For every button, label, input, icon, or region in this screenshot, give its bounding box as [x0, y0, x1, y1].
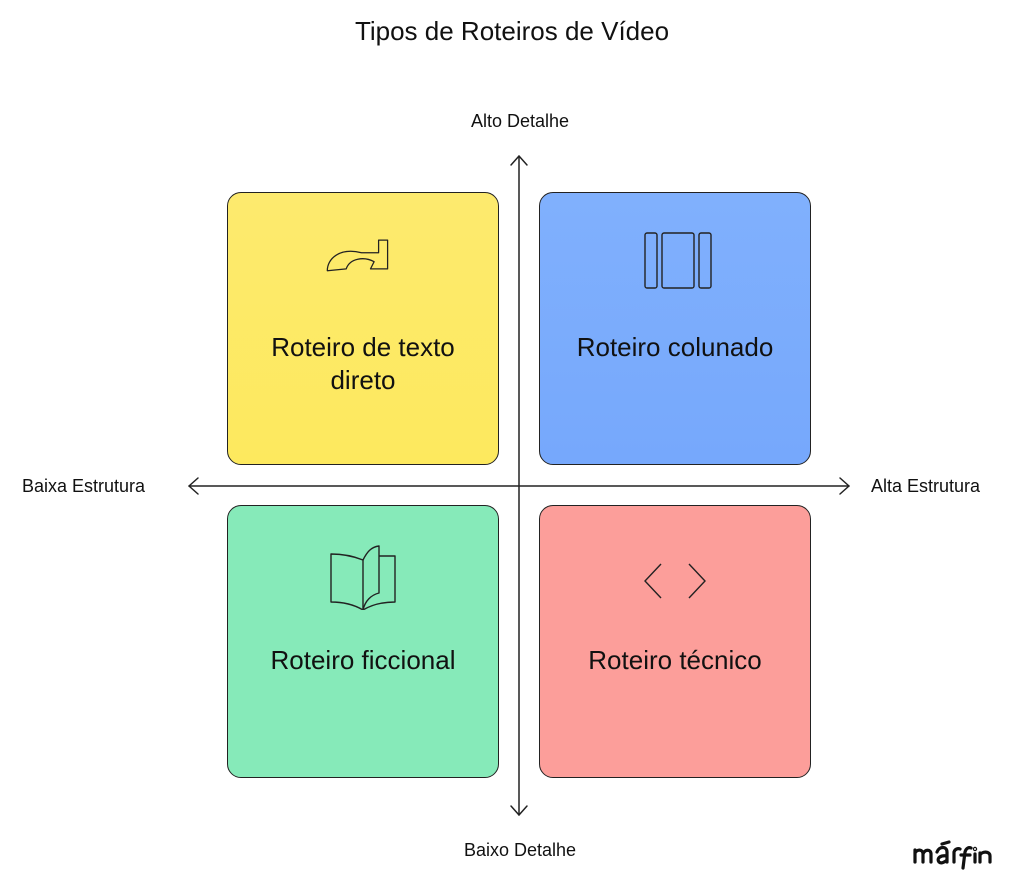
axis-label-left: Baixa Estrutura: [22, 476, 146, 496]
diagram-title: Tipos de Roteiros de Vídeo: [354, 16, 670, 46]
quadrant-label: Roteiro colunado: [576, 332, 774, 362]
axis-label-bottom: Baixo Detalhe: [463, 840, 577, 860]
brand-logo: [912, 838, 996, 879]
up-arrow-icon: [510, 155, 528, 166]
quadrant-card-top-right: Roteiro colunado: [539, 192, 811, 465]
open-book-icon: [228, 544, 498, 610]
quadrant-label: Roteiro técnico: [588, 645, 762, 675]
redo-arrow-icon: [228, 231, 498, 291]
left-arrow-icon: [188, 477, 199, 495]
columns-icon: [540, 231, 810, 291]
quadrant-card-bottom-left: Roteiro ficcional: [227, 505, 499, 778]
quadrant-card-bottom-right: Roteiro técnico: [539, 505, 811, 778]
down-arrow-icon: [510, 805, 528, 816]
axis-label-right: Alta Estrutura: [871, 476, 981, 496]
right-arrow-icon: [839, 477, 850, 495]
quadrant-label: Roteiro de texto direto: [271, 332, 455, 395]
code-brackets-icon: [540, 544, 810, 604]
axis-label-top: Alto Detalhe: [470, 111, 570, 131]
quadrant-card-top-left: Roteiro de texto direto: [227, 192, 499, 465]
quadrant-label: Roteiro ficcional: [270, 645, 456, 675]
